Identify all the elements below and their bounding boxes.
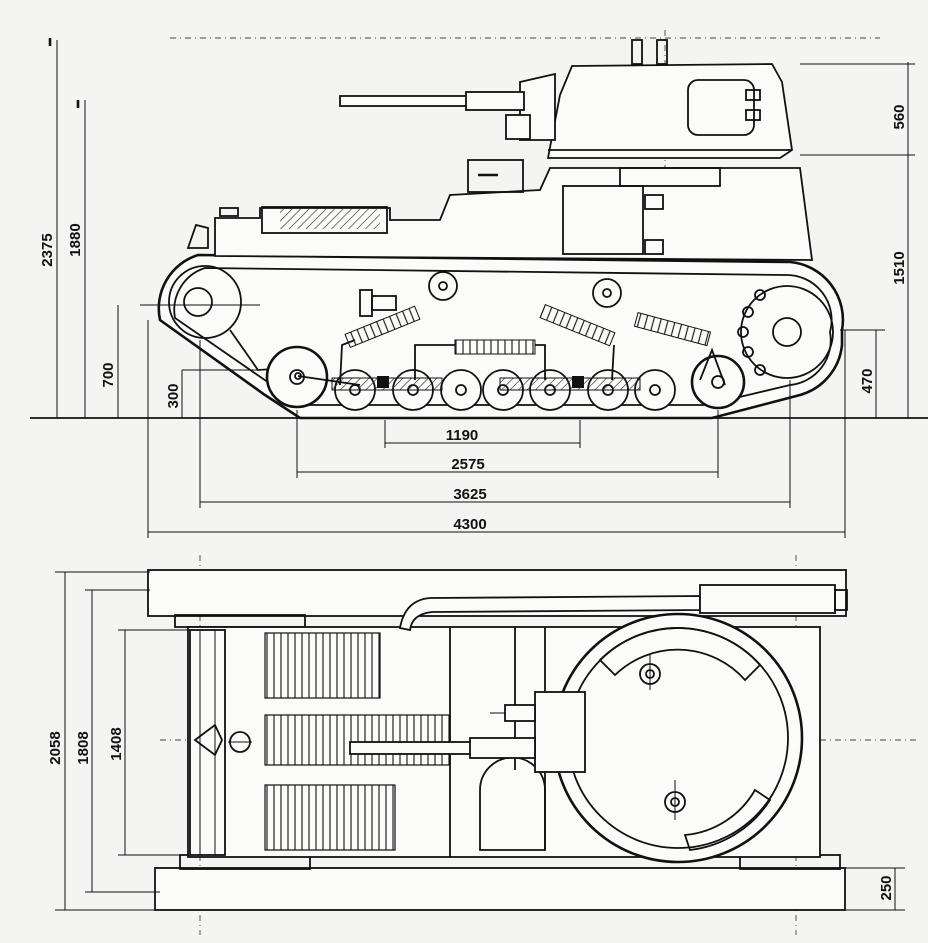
muffler: [699, 584, 836, 614]
dim-turret-height: 560: [891, 104, 908, 129]
dim-width-body: 1408: [108, 727, 125, 760]
hull-hatch: [562, 185, 644, 255]
return-roller-hub: [602, 288, 612, 298]
top-view: 2058 1808 1408 250: [47, 555, 920, 935]
engine-grille: [264, 632, 381, 699]
dim-height-hull: 1880: [67, 223, 84, 256]
top-dimension-lines: [55, 571, 905, 911]
sprocket-teeth: [737, 289, 766, 376]
turret-hatch-arc: [683, 788, 772, 851]
engine-grille: [264, 714, 451, 766]
turret-hatch-arc: [598, 627, 762, 682]
dim-width-hull: 1808: [75, 731, 92, 764]
dim-width-total: 2058: [47, 731, 64, 764]
hinge: [644, 194, 664, 210]
hatch-hinge: [745, 89, 761, 101]
idler-wheel: [168, 265, 242, 339]
hatch-hinge: [745, 109, 761, 121]
dim-wheel-centre: 700: [100, 362, 117, 387]
left-dimension-lines: [48, 38, 260, 418]
lower-track: [154, 867, 846, 911]
track-inner: [173, 267, 833, 406]
idler-hub: [183, 287, 213, 317]
dim-hull-height: 1510: [891, 251, 908, 284]
gun-mantlet-top: [534, 691, 586, 773]
rear-plate-top: [189, 629, 226, 856]
dim-sprocket-height: 470: [859, 368, 876, 393]
muffler-end: [834, 589, 848, 611]
dim-height-total: 2375: [39, 233, 56, 266]
periscope: [631, 39, 643, 65]
dim-length-total: 4300: [453, 516, 486, 533]
return-roller: [428, 271, 458, 301]
dim-track-contact: 3625: [453, 486, 486, 503]
coax-top: [504, 704, 536, 722]
dim-track-width: 250: [878, 875, 895, 900]
suspension: [294, 289, 726, 391]
coax-mount: [505, 114, 531, 140]
gun-breech: [465, 91, 525, 111]
turret-hatch: [687, 79, 755, 136]
engine-grille: [264, 784, 396, 851]
right-dimension-lines: [800, 62, 915, 418]
side-view: 2375 1880 700 300 560 1510 470 1190 2575…: [30, 30, 928, 538]
turret: [546, 63, 793, 159]
track-outline: [157, 253, 845, 420]
horizontal-dimension-lines: [147, 320, 846, 538]
sprocket-hub: [772, 317, 802, 347]
turret-top: [552, 612, 804, 864]
gun-breech-top: [469, 737, 536, 759]
driver-hood: [467, 159, 524, 193]
dim-clearance: 300: [165, 383, 182, 408]
hinge: [644, 239, 664, 255]
return-roller-hub: [438, 281, 448, 291]
dim-wheelbase: 2575: [451, 456, 484, 473]
tow-hook: [193, 723, 223, 757]
turret-ring: [619, 167, 721, 187]
gun-barrel: [339, 95, 471, 107]
engine-grille: [280, 209, 380, 229]
rear-plate: [186, 223, 209, 249]
engine-deck: [261, 206, 388, 234]
dim-bogie-spacing: 1190: [446, 427, 479, 444]
periscope: [656, 39, 668, 65]
hull-cap: [219, 207, 239, 217]
return-roller: [592, 278, 622, 308]
drive-sprocket: [740, 285, 834, 379]
hull-body: [214, 167, 814, 261]
